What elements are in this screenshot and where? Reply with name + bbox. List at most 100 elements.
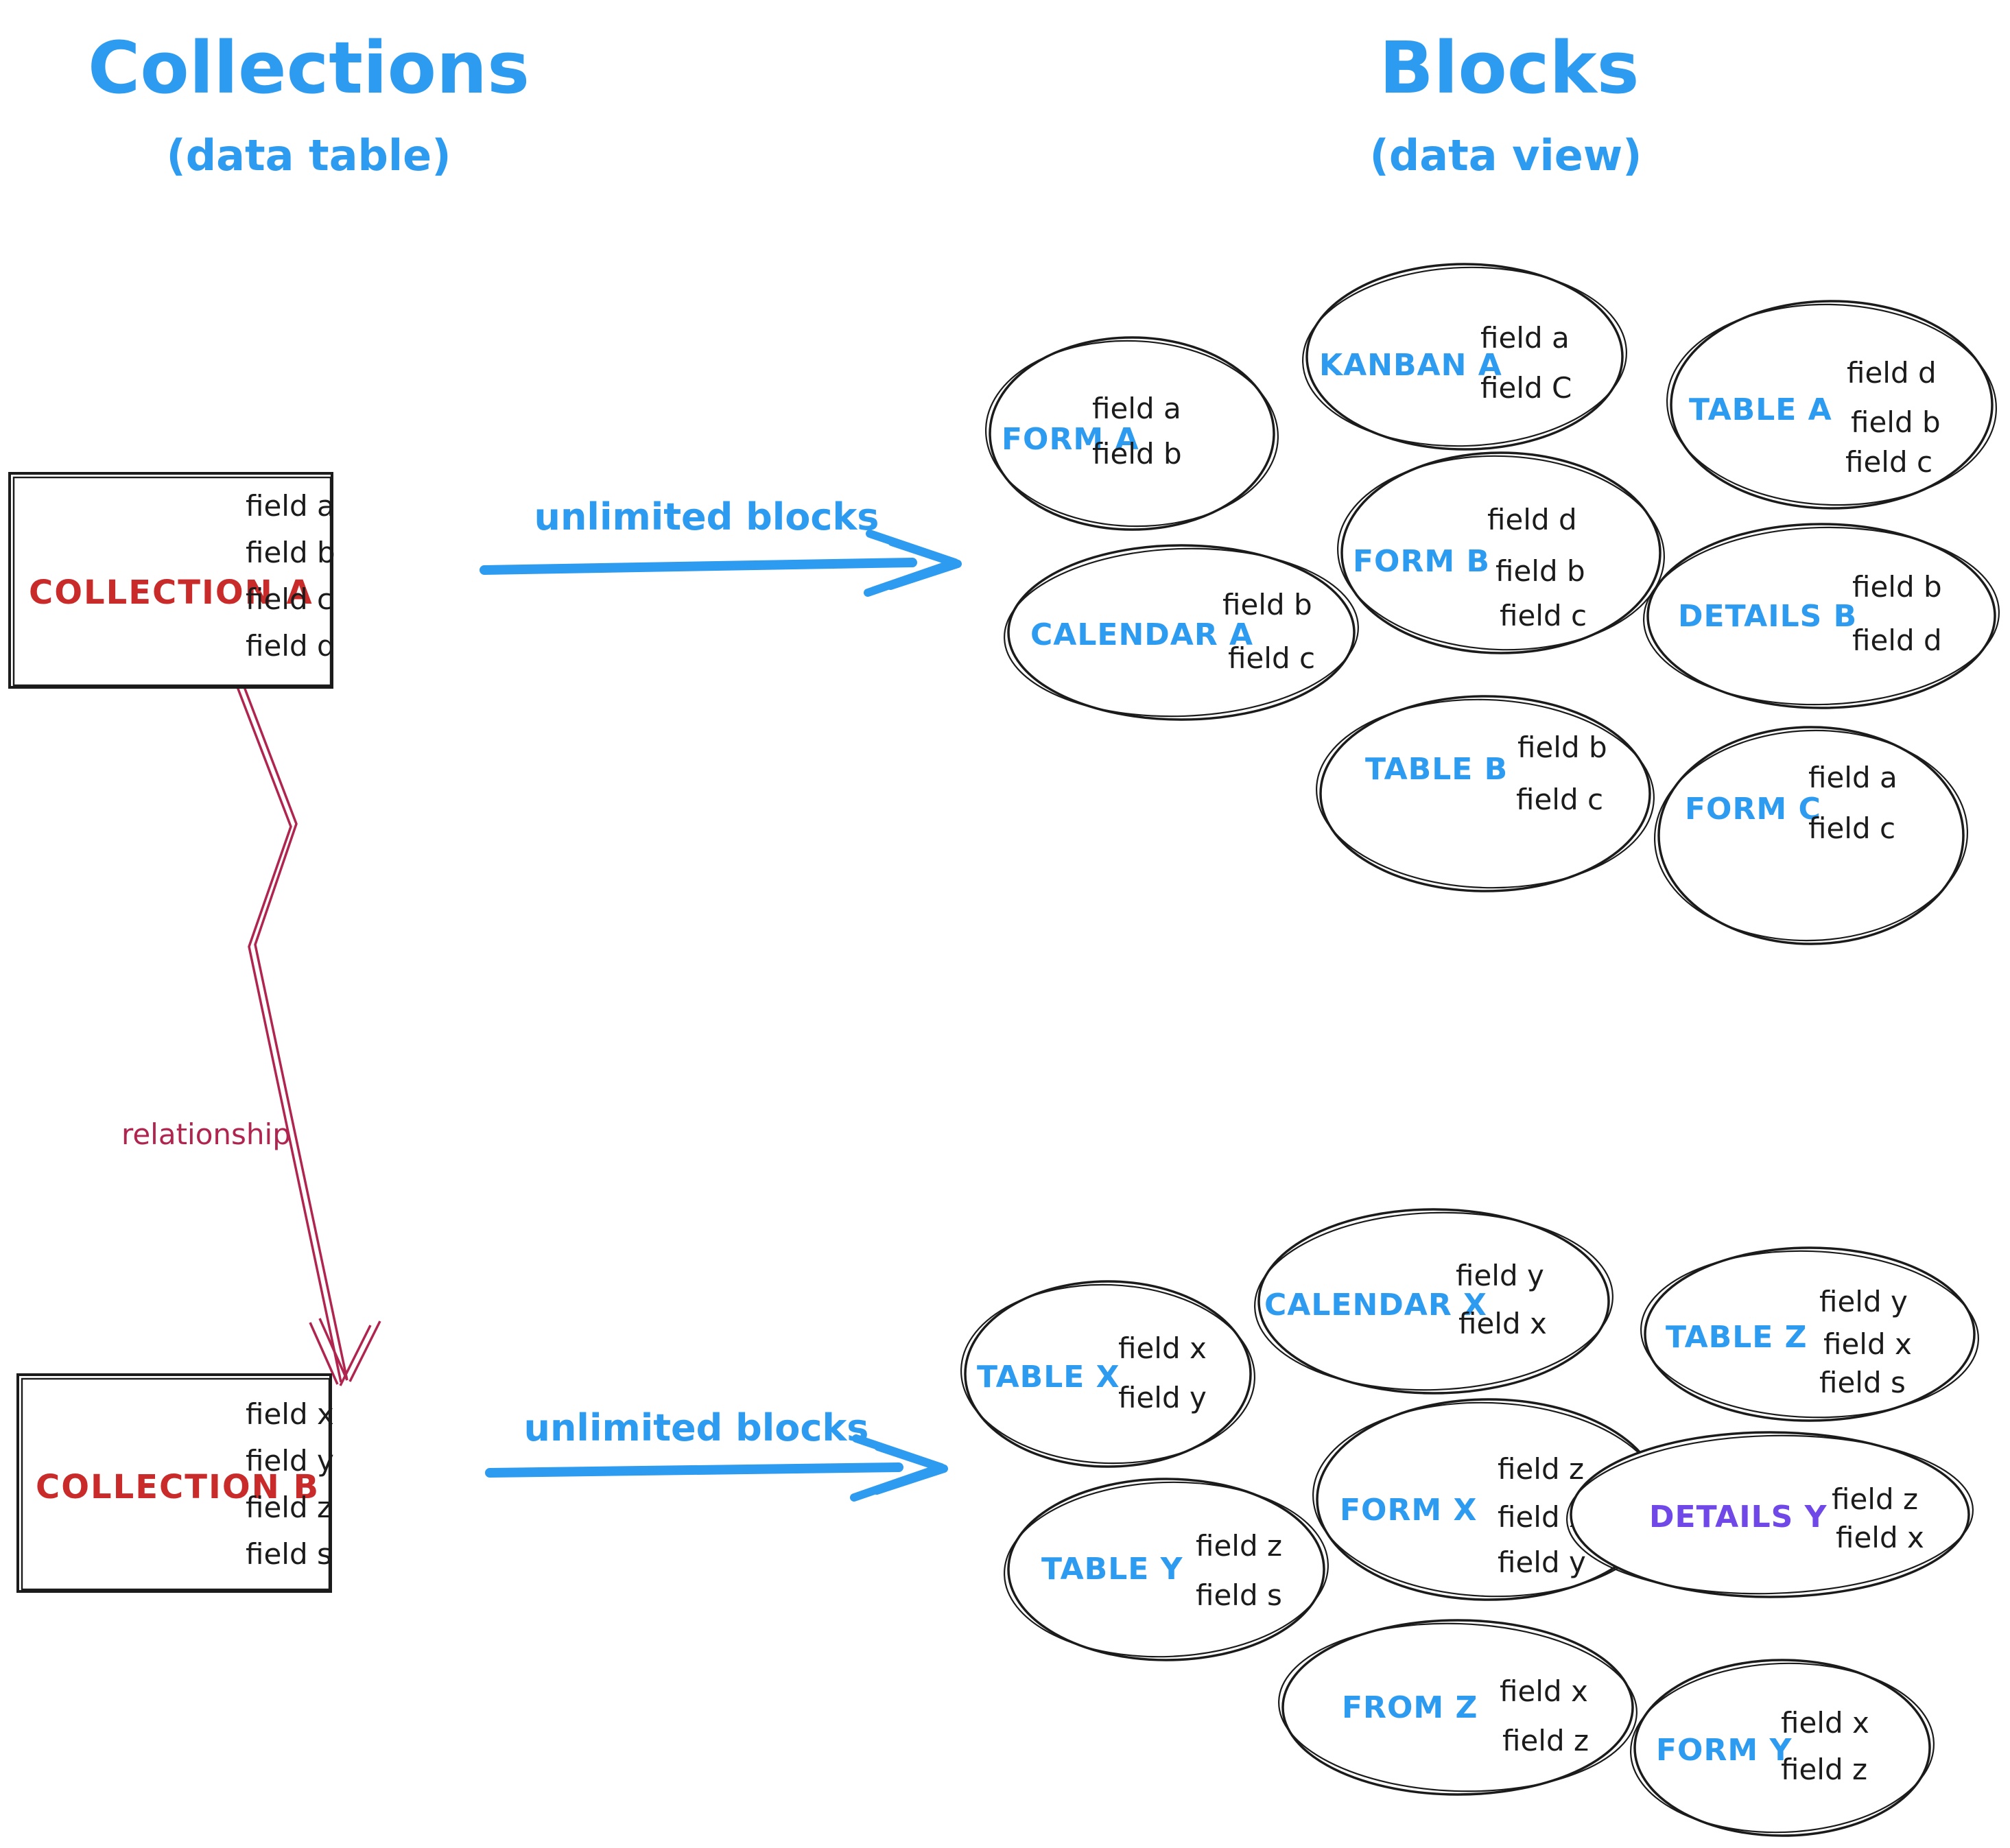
block-field: field b (1852, 570, 1942, 604)
relationship-arrowhead-icon (309, 1318, 381, 1386)
block-form-x: FORM X field z field x field y (1312, 1398, 1665, 1601)
block-field: field a (1092, 392, 1181, 425)
block-field: field x (1781, 1706, 1869, 1740)
collections-title: Collections (88, 26, 530, 110)
block-table-x: TABLE X field x field y (960, 1280, 1256, 1468)
block-ellipse (1340, 451, 1662, 654)
block-field: field b (1495, 554, 1585, 588)
collection-b-field: field s (246, 1537, 332, 1571)
block-label: TABLE A (1689, 392, 1832, 427)
relationship-link: relationship (121, 659, 381, 1386)
collection-b: COLLECTION B field x field y field z fie… (16, 1373, 334, 1593)
block-ellipse (1007, 544, 1356, 721)
block-calendar-a: CALENDAR A field b field c (1004, 544, 1359, 721)
block-ellipse (1305, 263, 1624, 451)
collections-subtitle: (data table) (166, 130, 451, 180)
arrow-head-icon (864, 530, 962, 597)
block-ellipse-sketch (1336, 455, 1666, 651)
block-field: field x (1823, 1327, 1912, 1361)
unlimited-blocks-label-b: unlimited blocks (524, 1406, 869, 1449)
block-field: field b (1222, 588, 1312, 621)
block-label: DETAILS B (1678, 599, 1857, 634)
block-label: CALENDAR A (1030, 617, 1253, 652)
block-field: field b (1092, 437, 1182, 471)
block-ellipse-sketch (1629, 1662, 1935, 1834)
arrow-shaft (485, 1462, 903, 1478)
block-ellipse (1007, 1478, 1325, 1661)
block-ellipse-sketch (1666, 303, 1998, 506)
collection-a-box (8, 472, 333, 689)
block-ellipse (1644, 1246, 1976, 1422)
block-label: FORM A (1002, 422, 1139, 457)
block-ellipse (1257, 1208, 1610, 1395)
collection-b-box (16, 1373, 332, 1593)
collection-a-field: field c (246, 582, 333, 616)
block-field: field z (1498, 1452, 1584, 1486)
block-field: field z (1781, 1753, 1867, 1786)
block-kanban-a: KANBAN A field a field C (1302, 263, 1627, 451)
block-label: DETAILS Y (1649, 1500, 1828, 1535)
block-field: field c (1500, 599, 1587, 632)
block-ellipse (1319, 695, 1651, 892)
block-label: CALENDAR X (1264, 1288, 1487, 1323)
block-label: FORM Y (1656, 1733, 1792, 1768)
block-ellipse-sketch (1278, 1622, 1637, 1792)
block-ellipse-sketch (1004, 1481, 1329, 1658)
unlimited-blocks-arrow-a: unlimited blocks (480, 495, 962, 597)
block-ellipse-sketch (1640, 1250, 1979, 1419)
block-field: field b (1851, 405, 1941, 439)
block-label: TABLE B (1365, 752, 1508, 787)
block-field: field c (1808, 812, 1895, 845)
block-field: field z (1502, 1724, 1589, 1757)
collection-b-box-sketch (21, 1377, 331, 1591)
block-ellipse-sketch (960, 1283, 1256, 1465)
block-field: field y (1498, 1545, 1586, 1579)
block-label: TABLE Z (1666, 1320, 1808, 1355)
block-table-y: TABLE Y field z field s (1004, 1478, 1329, 1661)
blocks-subtitle: (data view) (1370, 130, 1642, 180)
block-form-c: FORM C field a field c (1653, 726, 1969, 945)
collection-a-field: field a (246, 489, 335, 523)
block-table-a: TABLE A field d field b field c (1666, 300, 1998, 510)
block-label: TABLE Y (1041, 1552, 1183, 1587)
block-field: field y (1456, 1259, 1544, 1292)
block-ellipse (1670, 300, 1994, 510)
block-ellipse (1281, 1619, 1634, 1796)
block-label: KANBAN A (1319, 348, 1502, 383)
block-field: field z (1832, 1482, 1918, 1516)
relationship-line (226, 661, 342, 1383)
collection-b-field: field y (246, 1444, 334, 1478)
block-ellipse-sketch (1302, 266, 1627, 447)
block-field: field a (1808, 761, 1897, 794)
block-field: field c (1228, 641, 1315, 675)
block-field: field c (1845, 445, 1932, 479)
block-field: field s (1819, 1366, 1906, 1399)
block-label: FORM X (1340, 1493, 1477, 1528)
block-label: TABLE X (977, 1360, 1120, 1395)
block-ellipse-sketch (1316, 698, 1655, 889)
block-ellipse (1570, 1431, 1970, 1598)
block-form-b: FORM B field d field b field c (1336, 451, 1666, 654)
block-label: FROM Z (1342, 1690, 1478, 1725)
block-ellipse-sketch (1254, 1211, 1613, 1391)
relationship-label: relationship (121, 1117, 291, 1151)
block-table-b: TABLE B field b field c (1316, 695, 1655, 892)
block-calendar-x: CALENDAR X field y field x (1254, 1208, 1613, 1395)
collection-b-field: field x (246, 1397, 334, 1431)
block-ellipse-sketch (1565, 1434, 1974, 1595)
block-ellipse (989, 336, 1275, 531)
block-field: field C (1480, 371, 1572, 405)
block-label: FORM C (1685, 792, 1821, 827)
block-form-a: FORM A field a field b (984, 336, 1279, 531)
block-field: field s (1196, 1578, 1282, 1612)
block-ellipse-sketch (1004, 547, 1359, 718)
block-ellipse-sketch (984, 340, 1279, 528)
right-column-header: Blocks (data view) (1370, 26, 1642, 180)
block-label: FORM B (1353, 544, 1490, 579)
block-details-y: DETAILS Y field z field x (1565, 1431, 1974, 1598)
block-from-z: FROM Z field x field z (1278, 1619, 1637, 1796)
block-field: field a (1480, 321, 1570, 355)
left-column-header: Collections (data table) (88, 26, 530, 180)
